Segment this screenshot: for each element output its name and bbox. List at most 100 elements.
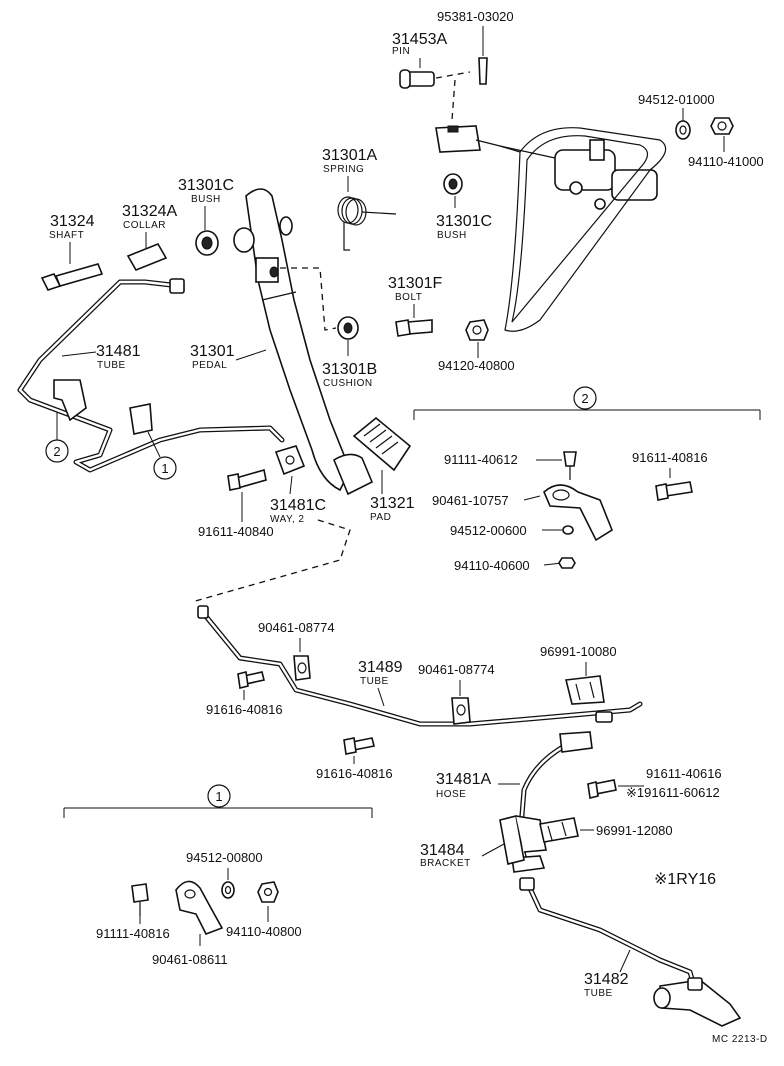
label-31301: 31301 [190,343,235,360]
shaft-bolt-drawing [40,263,104,291]
label-pad: PAD [370,512,391,523]
nut-94110-40600-drawing [558,557,576,569]
callout-2-detail-text: 2 [581,391,588,406]
label-bracket: BRACKET [420,858,471,869]
label-bush-left: BUSH [191,194,221,205]
label-31453a: 31453A [392,31,447,48]
clip-90461-08774-a-drawing [293,655,311,681]
label-shaft: SHAFT [49,230,84,241]
bolt-91616-40816-a-drawing [237,671,265,689]
label-collar: COLLAR [123,220,166,231]
clutch-pedal-drawing [233,188,374,496]
clip-96991-12080-drawing [539,817,579,843]
washer-94512-00800-drawing [221,881,235,899]
label-31324a: 31324A [122,203,177,220]
washer-94512-00600-drawing [562,525,574,535]
callout-1-detail [207,784,231,808]
callout-2-left-text: 2 [53,444,60,459]
label-31301b: 31301B [322,361,377,378]
label-95381-03020: 95381-03020 [437,9,514,24]
label-tube-31489: TUBE [360,676,389,687]
label-tube-31481: TUBE [97,360,126,371]
bolt-91616-40816-b-drawing [343,737,375,755]
label-31481: 31481 [96,343,141,360]
pedal-pad-drawing [352,416,412,472]
callout-1-left-text: 1 [161,461,168,476]
label-31301a: 31301A [322,147,377,164]
cotter-pin-drawing [478,57,488,85]
label-way2: WAY, 2 [270,514,305,525]
tube-31482-drawing [519,877,697,989]
washer-drawing [675,120,691,140]
label-91111-40612: 91111-40612 [444,452,518,467]
label-90461-10757: 90461-10757 [432,493,509,508]
clip-90461-08774-b-drawing [451,697,471,725]
label-31301c-right: 31301C [436,213,492,230]
master-cylinder-drawing [499,139,658,210]
label-94512-01000: 94512-01000 [638,92,715,107]
label-94110-41000: 94110-41000 [688,154,764,169]
callout-1-left [153,456,177,480]
label-91616-40816-a: 91616-40816 [206,702,283,717]
label-94512-00800: 94512-00800 [186,850,263,865]
clamp-90461-10757-drawing [543,484,613,542]
label-90461-08611: 90461-08611 [152,952,228,967]
label-hose: HOSE [436,789,466,800]
label-94120-40800: 94120-40800 [438,358,515,373]
label-90461-08774-a: 90461-08774 [258,620,335,635]
bracket-31484-drawing [499,815,547,865]
collar-drawing [126,242,168,272]
label-31482: 31482 [584,971,629,988]
bolt-91611-40616-drawing [587,779,617,799]
clevis-drawing [435,125,521,153]
label-94110-40600: 94110-40600 [454,558,530,573]
label-bush-right: BUSH [437,230,467,241]
diagram-code: MC 2213-D [712,1034,768,1045]
label-bolt: BOLT [395,292,422,303]
label-pin: PIN [392,46,410,57]
label-cushion: CUSHION [323,378,373,389]
label-90461-08774-b: 90461-08774 [418,662,495,677]
clamp-90461-08611-drawing [175,880,224,936]
fluid-reservoir-hose-drawing [504,127,667,332]
note-engine-1ry16: ※1RY16 [654,871,716,888]
label-pedal: PEDAL [192,360,227,371]
return-spring-drawing [337,196,397,251]
label-91616-40816-b: 91616-40816 [316,766,393,781]
tube-31481-drawing [17,278,285,473]
callout-2-detail [573,386,597,410]
flex-hose-drawing [511,731,593,873]
label-31301f: 31301F [388,275,442,292]
pedal-bolt-drawing [395,319,433,337]
label-91611-40616: 91611-40616 [646,766,722,781]
clip-96991-10080-drawing [565,675,605,705]
callout-1-detail-text: 1 [215,789,222,804]
label-96991-10080: 96991-10080 [540,644,617,659]
label-94512-00600: 94512-00600 [450,523,527,538]
label-191611-60612: ※191611-60612 [626,785,720,800]
clevis-pin-drawing [399,69,435,89]
label-tube-31482: TUBE [584,988,613,999]
label-31489: 31489 [358,659,403,676]
nut-94110-40800-drawing [257,881,279,903]
tube-31489-drawing [197,605,643,727]
label-94110-40800: 94110-40800 [226,924,302,939]
pedal-nut-drawing [465,319,489,341]
label-91111-40816: 91111-40816 [96,926,170,941]
label-91611-40816-detail: 91611-40816 [632,450,708,465]
release-cylinder-drawing [653,977,742,1027]
label-31484: 31484 [420,842,465,859]
bolt-91111-40612-drawing [563,451,577,480]
bush-drawing-right [443,173,463,195]
label-31324: 31324 [50,213,95,230]
label-31321: 31321 [370,495,415,512]
label-spring: SPRING [323,164,364,175]
cushion-drawing [337,316,359,340]
two-way-union-drawing [274,445,306,476]
bush-drawing-left [195,230,219,256]
label-31481c: 31481C [270,497,326,514]
bolt-91111-40816-drawing [131,883,149,916]
nut-drawing [710,117,734,135]
bolt-91611-40840-drawing [227,468,267,491]
